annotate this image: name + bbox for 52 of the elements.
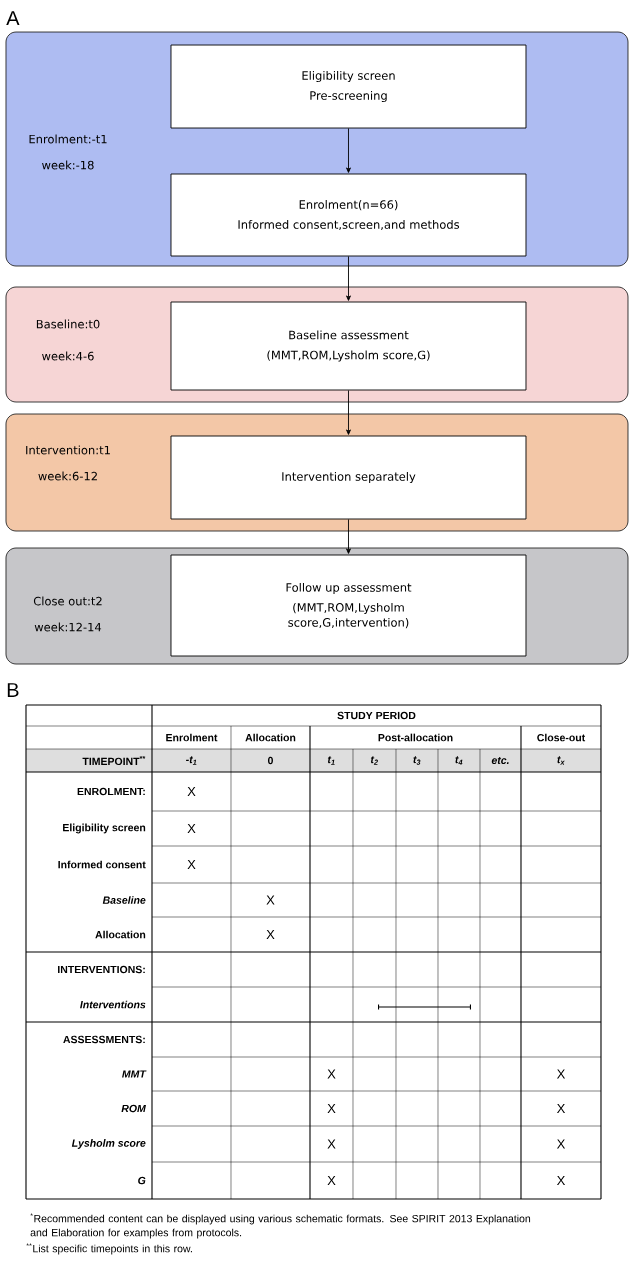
footnote: $^{*}$Recommended content can be displayed using various schematic formats. See SPIRIT 2013 Explanation and Elaboration for examples from protocols.: [30, 1213, 531, 1239]
timepoint-header: t$_{3}$: [413, 756, 421, 765]
panel-letter: B: [7, 683, 19, 697]
row-label: Lysholm score: [71, 1139, 146, 1149]
arrow: [346, 519, 351, 554]
row-label: Eligibility screen: [63, 823, 146, 834]
timepoint-header: etc.: [491, 757, 509, 764]
column-header: STUDY PERIOD: [337, 711, 416, 720]
row-label: Informed consent: [58, 860, 146, 869]
row-label: MMT: [122, 1070, 147, 1078]
row-label: ROM: [121, 1104, 146, 1113]
column-header: Close-out: [537, 733, 586, 742]
panel-letter: A: [6, 11, 20, 25]
check-mark: X: [327, 1139, 336, 1149]
timepoint-header: t$_{2}$: [370, 756, 378, 765]
row-label: ASSESSMENTS:: [63, 1035, 145, 1044]
column-header: Post-allocation: [378, 733, 453, 742]
check-mark: X: [187, 787, 196, 796]
row-label: Interventions: [80, 1000, 146, 1009]
timepoint-header: -t$_{1}$: [186, 756, 197, 765]
check-mark: X: [556, 1176, 566, 1185]
check-mark: X: [266, 895, 275, 905]
row-label: Baseline: [102, 896, 146, 904]
check-mark: X: [327, 1176, 336, 1185]
row-label: G: [138, 1176, 146, 1185]
timepoint-header: t$_{4}$: [455, 756, 463, 765]
process-box: Enrolment(n=66) Informed consent,screen,and methods: [170, 173, 527, 257]
check-mark: X: [327, 1069, 336, 1079]
process-box: Eligibility screen Pre-screening: [170, 44, 527, 129]
check-mark: X: [266, 930, 275, 939]
column-header: Enrolment: [166, 733, 218, 742]
row-label: TIMEPOINT$^{**}$: [82, 755, 146, 766]
check-mark: X: [556, 1104, 566, 1113]
footnote: $^{**}$List specific timepoints in this row.: [26, 1243, 192, 1255]
arrow: [346, 256, 351, 301]
column-header: Allocation: [245, 733, 296, 742]
check-mark: X: [187, 860, 196, 869]
arrow: [346, 128, 351, 173]
row-label: ENROLMENT:: [77, 787, 145, 796]
check-mark: X: [327, 1104, 336, 1113]
arrow: [346, 390, 351, 435]
process-box: Intervention separately: [170, 435, 527, 520]
timepoint-header: t$_{x}$: [557, 756, 565, 765]
check-mark: X: [187, 824, 196, 833]
row-label: INTERVENTIONS:: [58, 965, 145, 974]
timepoint-header: t$_{1}$: [327, 756, 335, 765]
timepoint-header: 0: [268, 756, 273, 765]
check-mark: X: [556, 1139, 566, 1149]
process-box: Baseline assessment (MMT,ROM,Lysholm score,G): [170, 301, 527, 391]
check-mark: X: [556, 1069, 566, 1079]
process-box: Follow up assessment (MMT,ROM,Lysholm score,G,intervention): [170, 554, 527, 657]
row-label: Allocation: [95, 930, 146, 939]
